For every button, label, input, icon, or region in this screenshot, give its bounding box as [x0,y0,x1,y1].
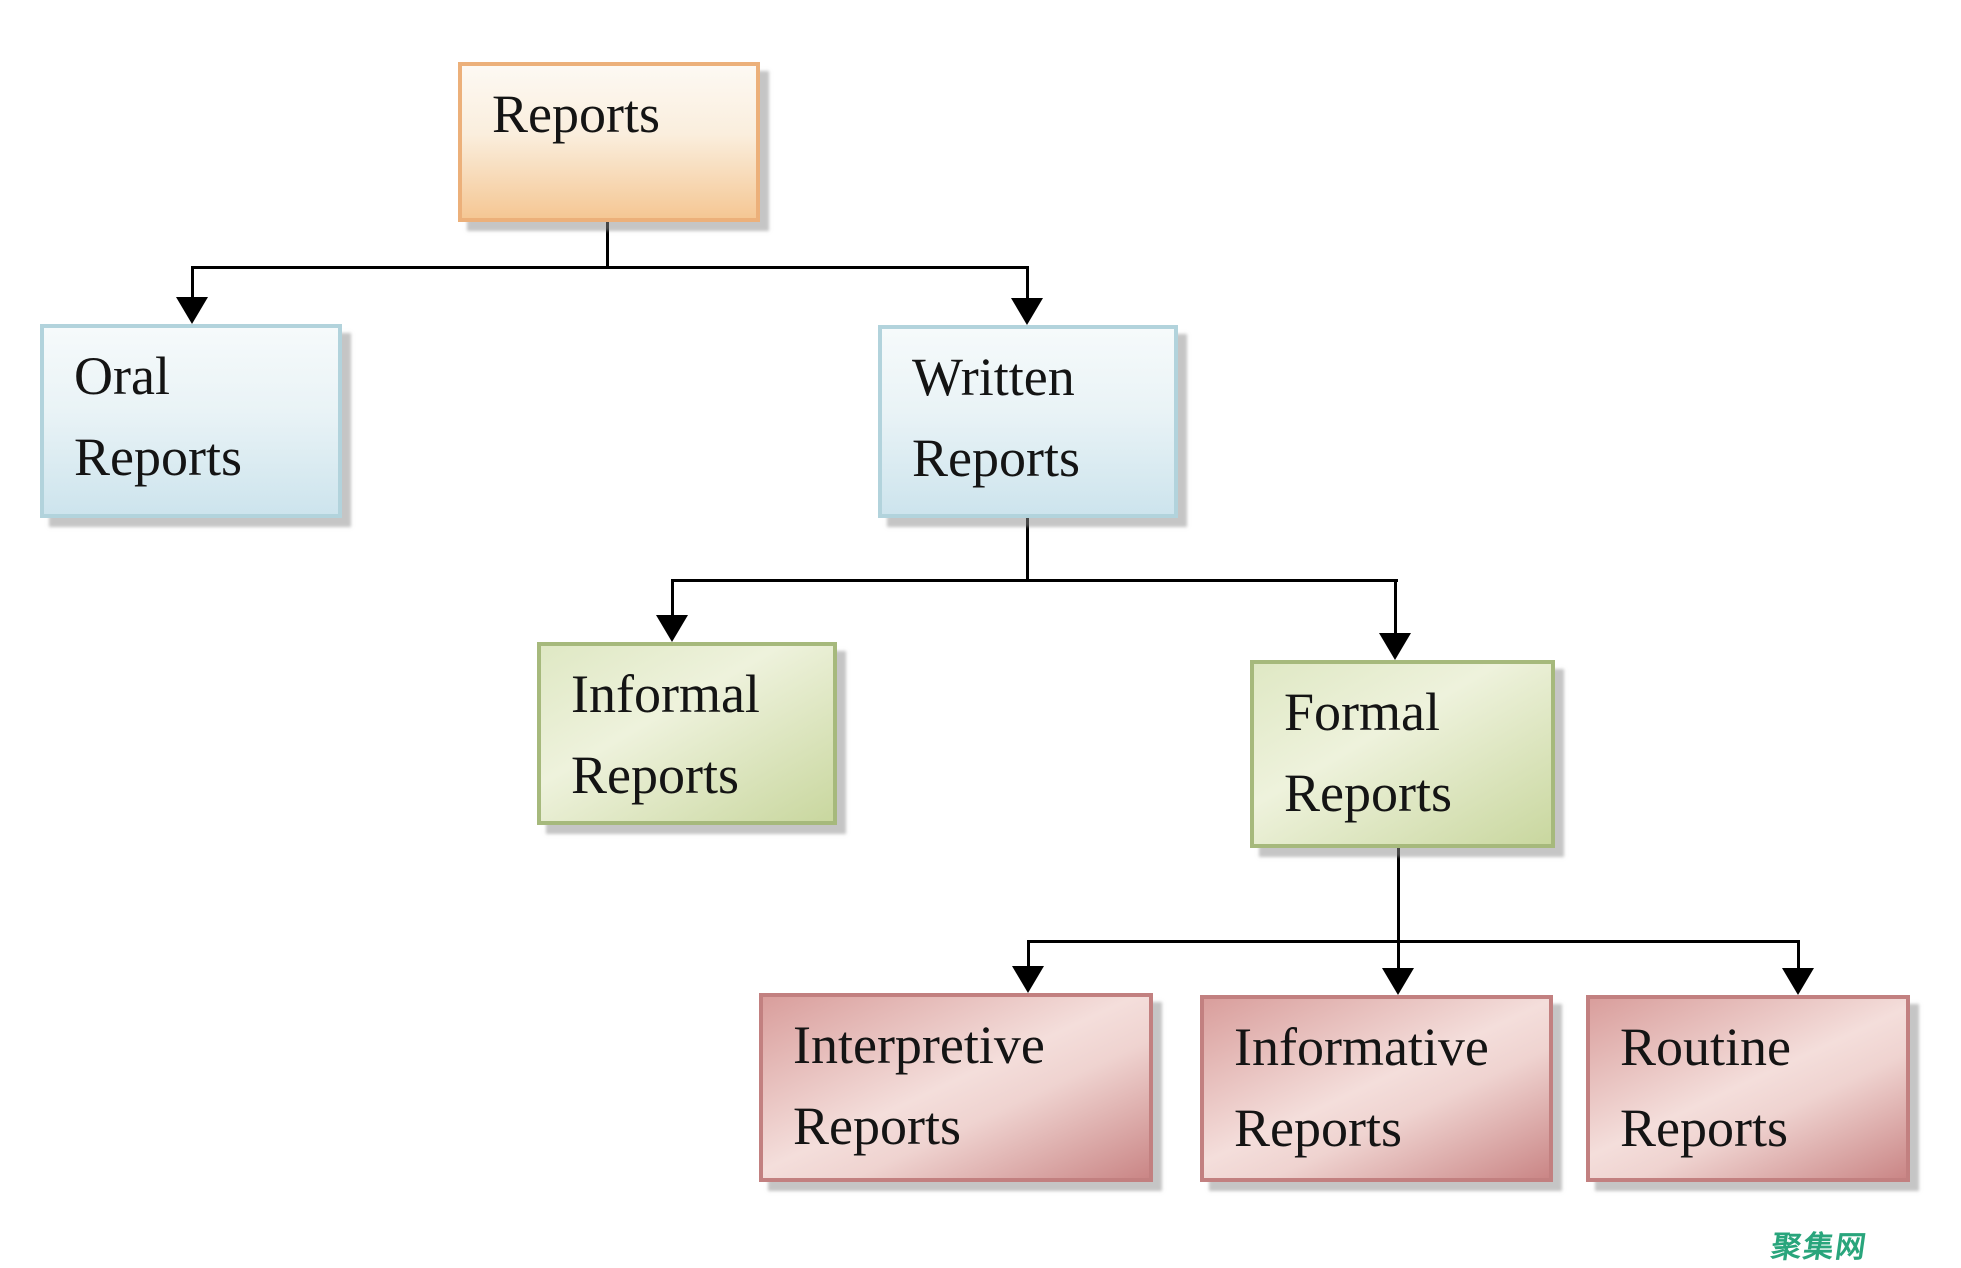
connector-formal-horizontal [1027,940,1800,943]
arrowhead-written-icon [1011,298,1043,325]
arrowhead-formal-icon [1379,633,1411,660]
connector-reports-stem [606,220,609,268]
node-routine-reports: Routine Reports [1586,995,1910,1182]
arrowhead-informal-icon [656,615,688,642]
connector-formal-drop [1394,579,1397,637]
connector-interpretive-drop [1027,940,1030,969]
connector-informal-drop [671,579,674,619]
arrowhead-informative-icon [1382,968,1414,995]
connector-reports-horizontal [191,266,1029,269]
connector-written-horizontal [671,579,1398,582]
node-reports-label: Reports [492,84,660,144]
node-oral-reports: Oral Reports [40,324,342,518]
watermark-logo: 聚集网 [1769,1230,1870,1265]
node-formal-reports: Formal Reports [1250,660,1555,848]
node-informative-reports: Informative Reports [1200,995,1553,1182]
node-routine-reports-label: Routine Reports [1620,1017,1791,1158]
arrowhead-oral-icon [176,297,208,324]
node-interpretive-reports-label: Interpretive Reports [793,1015,1045,1156]
connector-informative-drop [1397,940,1400,971]
node-informative-reports-label: Informative Reports [1234,1017,1489,1158]
node-informal-reports: Informal Reports [537,642,837,825]
node-interpretive-reports: Interpretive Reports [759,993,1153,1182]
node-informal-reports-label: Informal Reports [571,664,760,805]
node-reports: Reports [458,62,760,222]
node-written-reports: Written Reports [878,325,1178,518]
connector-written-drop [1026,266,1029,302]
node-formal-reports-label: Formal Reports [1284,682,1452,823]
connector-formal-stem [1397,848,1400,942]
connector-oral-drop [191,266,194,302]
node-oral-reports-label: Oral Reports [74,346,242,487]
connector-routine-drop [1797,940,1800,971]
connector-written-stem [1026,518,1029,582]
arrowhead-routine-icon [1782,968,1814,995]
node-written-reports-label: Written Reports [912,347,1080,488]
arrowhead-interpretive-icon [1012,966,1044,993]
